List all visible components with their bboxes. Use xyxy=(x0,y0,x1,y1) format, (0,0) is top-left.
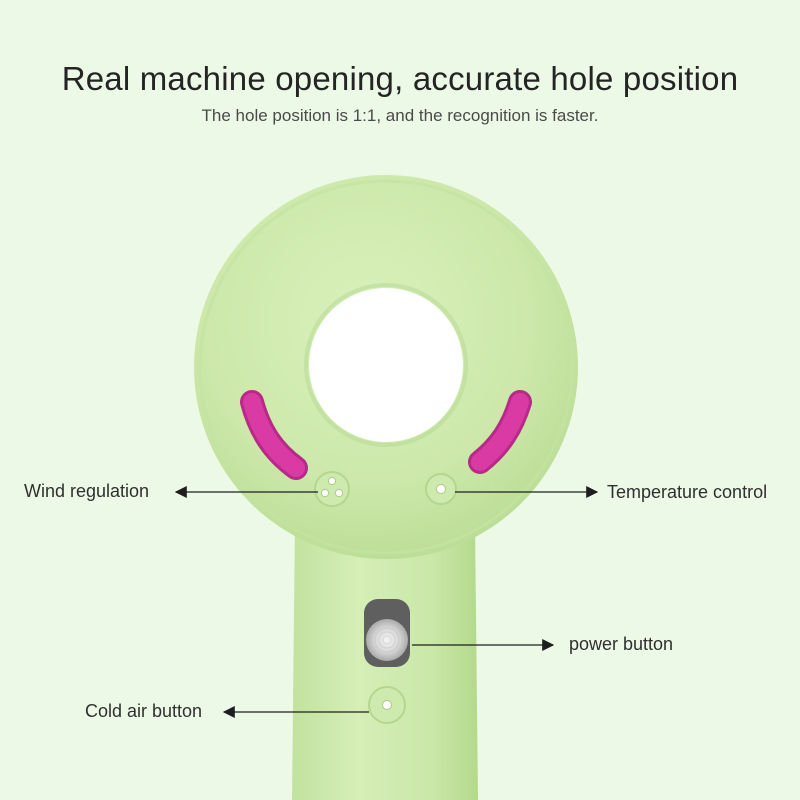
cold-air-button[interactable] xyxy=(368,686,406,724)
page-subtitle: The hole position is 1:1, and the recogn… xyxy=(201,106,599,125)
fan-icon xyxy=(320,476,344,498)
cold-air-button-label: Cold air button xyxy=(85,701,203,721)
power-button-label: power button xyxy=(569,634,674,654)
wind-regulation-label: Wind regulation xyxy=(24,481,150,501)
air-outlet-hole xyxy=(309,288,463,442)
dot-button-icon xyxy=(382,700,392,710)
dryer-head xyxy=(194,175,578,559)
temperature-control-button[interactable] xyxy=(425,473,457,505)
temperature-control-label: Temperature control xyxy=(607,482,768,502)
dot-button-icon xyxy=(436,484,446,494)
right-indicator-strip xyxy=(468,390,532,474)
page-title: Real machine opening, accurate hole posi… xyxy=(61,60,739,97)
power-button[interactable] xyxy=(364,599,410,667)
left-indicator-strip xyxy=(240,390,308,480)
wind-regulation-button[interactable] xyxy=(314,471,350,507)
power-knob-icon xyxy=(366,619,408,661)
